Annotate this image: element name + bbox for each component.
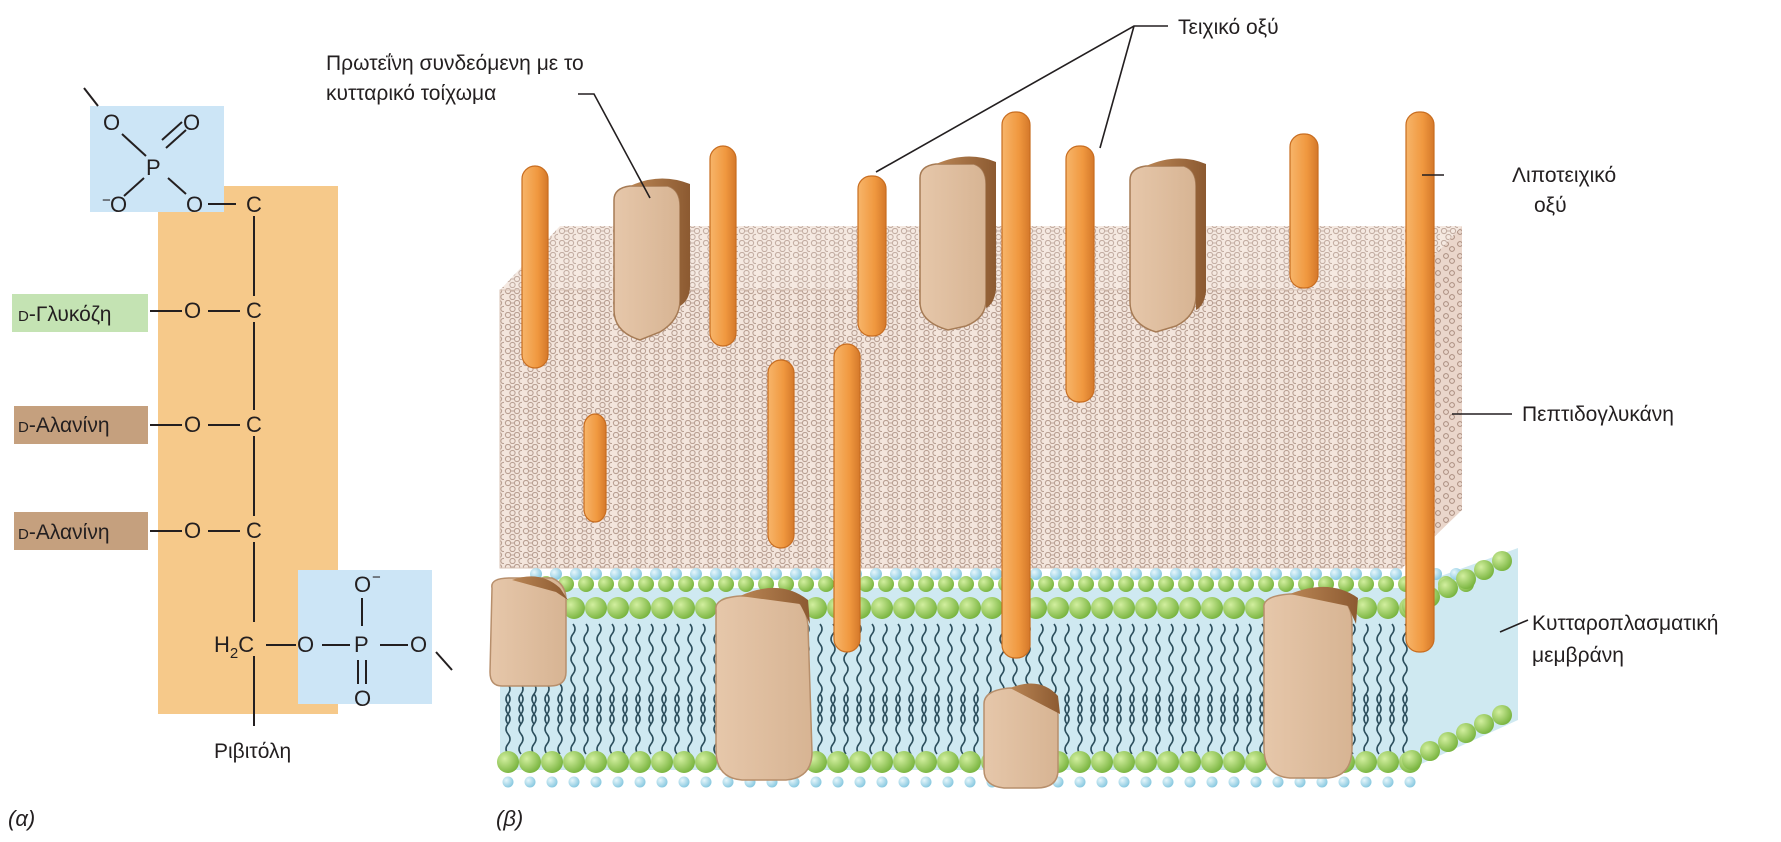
atom-o-minus-top: O [110, 192, 127, 217]
teichoic-strand-3 [858, 176, 886, 336]
panel-b-cell-wall: Τειχικό οξύ Πρωτεΐνη συνδεόμενη με το κυ… [326, 16, 1718, 831]
atom-o-link-top: O [186, 192, 203, 217]
label-membrane-line2: μεμβράνη [1532, 644, 1624, 667]
label-lipoteichoic-line1: Λιποτειχικό [1512, 164, 1616, 187]
linker-o-2: O [184, 412, 201, 437]
membrane-protein-1 [490, 578, 566, 686]
teichoic-strand-6 [768, 360, 794, 548]
atom-p-top: P [146, 155, 161, 180]
label-peptidoglycan: Πεπτιδογλυκάνη [1522, 403, 1674, 426]
atom-o-double-top: O [183, 110, 200, 135]
substituent-alanine-1-label: D-Αλανίνη [18, 414, 110, 437]
label-membrane-line1: Κυτταροπλασματική [1532, 612, 1718, 635]
atom-o-minus-bottom: O [354, 572, 371, 597]
teichoic-strand-2 [710, 146, 736, 346]
carbon-1: C [246, 192, 262, 217]
panel-a-label: (α) [8, 806, 35, 831]
carbon-3: C [246, 412, 262, 437]
wall-protein-1 [614, 186, 680, 340]
teichoic-strand-10 [584, 414, 606, 522]
panel-b-label: (β) [496, 806, 523, 831]
label-lipoteichoic-line2: οξύ [1534, 194, 1567, 217]
panel-a-teichoic-structure: O O P − O O C C C C H2C D-Γλυκόζη O D-Αλ… [8, 88, 452, 831]
membrane-protein-4 [1264, 594, 1352, 778]
membrane-protein-2 [716, 596, 812, 780]
label-wall-protein-line2: κυτταρικό τοίχωμα [326, 82, 496, 105]
charge-minus-bottom: − [372, 569, 381, 586]
linker-o-1: O [184, 298, 201, 323]
atom-p-bottom: P [354, 632, 369, 657]
wall-protein-3 [1130, 166, 1196, 332]
wall-protein-2 [920, 164, 986, 330]
teichoic-strand-8 [834, 344, 860, 652]
teichoic-strand-7 [1002, 112, 1030, 658]
teichoic-strand-5 [1290, 134, 1318, 288]
substituent-alanine-2-label: D-Αλανίνη [18, 521, 110, 544]
atom-o-right-bottom: O [410, 632, 427, 657]
atom-o-left-bottom: O [297, 632, 314, 657]
carbon-2: C [246, 298, 262, 323]
atom-o-top-left: O [103, 110, 120, 135]
carbon-4: C [246, 518, 262, 543]
teichoic-strand-9 [1406, 112, 1434, 652]
teichoic-strand-1 [522, 166, 548, 368]
substituent-glucose-label: D-Γλυκόζη [18, 303, 111, 326]
atom-o-double-bottom: O [354, 686, 371, 711]
label-wall-protein-line1: Πρωτεΐνη συνδεόμενη με το [326, 52, 584, 75]
linker-o-3: O [184, 518, 201, 543]
ribitol-label: Ριβιτόλη [214, 740, 291, 763]
teichoic-strand-4 [1066, 146, 1094, 402]
label-teichoic-acid: Τειχικό οξύ [1178, 16, 1279, 39]
